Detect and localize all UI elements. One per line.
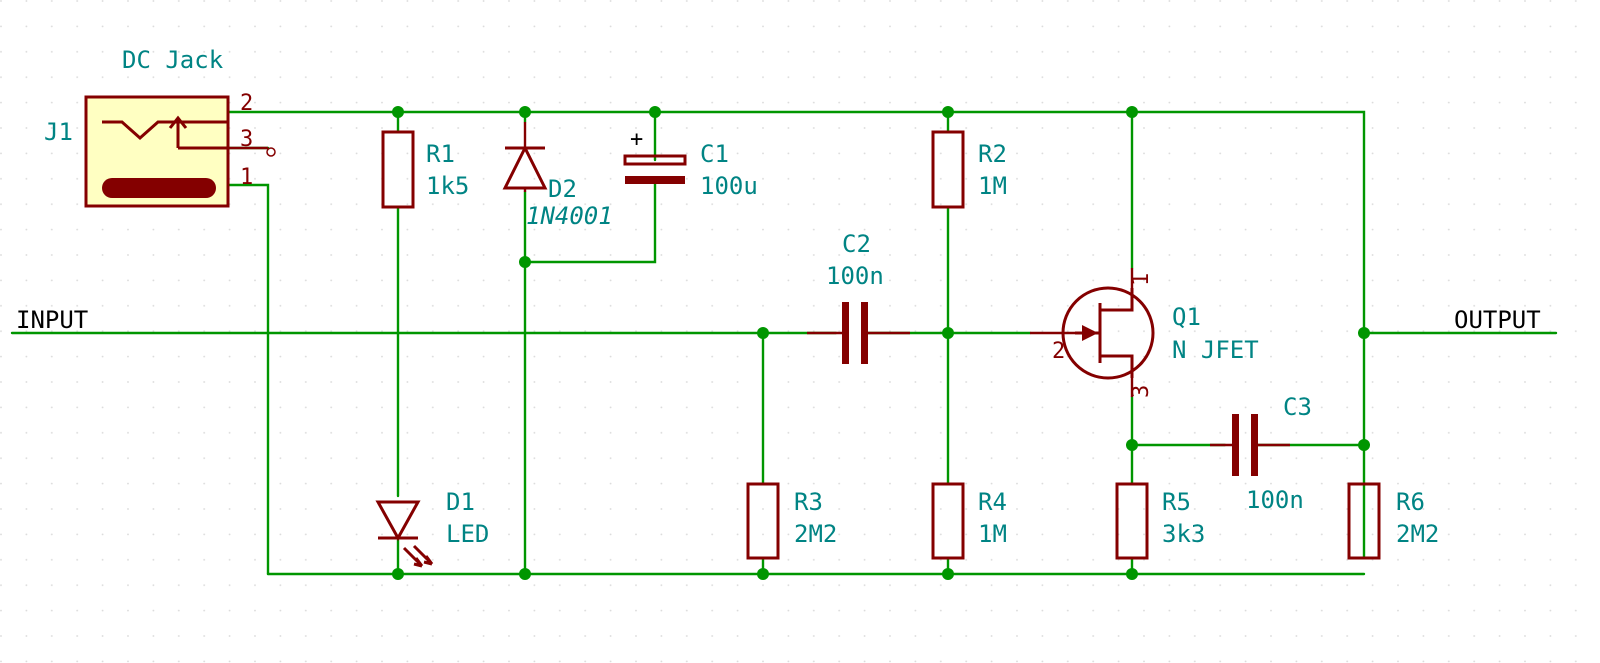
j1-value: DC Jack bbox=[122, 46, 224, 74]
q1-pins bbox=[1030, 268, 1134, 397]
component-c2[interactable]: C2 100n bbox=[807, 230, 910, 364]
r1-body bbox=[381, 130, 415, 209]
junction bbox=[1126, 568, 1138, 580]
r5-value: 3k3 bbox=[1162, 520, 1205, 548]
component-r5[interactable]: R5 3k3 bbox=[1115, 482, 1205, 560]
c1-negative-plate bbox=[625, 176, 685, 184]
r2-body bbox=[931, 130, 965, 209]
component-q1[interactable]: 1 2 3 Q1 N JFET bbox=[1030, 268, 1259, 398]
d1-emission-arrows bbox=[402, 544, 434, 568]
component-r6[interactable]: R6 2M2 bbox=[1347, 482, 1439, 560]
junction bbox=[757, 327, 769, 339]
r3-value: 2M2 bbox=[794, 520, 837, 548]
junction bbox=[392, 106, 404, 118]
c3-plate-right bbox=[1251, 414, 1258, 476]
c3-ref: C3 bbox=[1283, 393, 1312, 421]
d1-ref: D1 bbox=[446, 488, 475, 516]
wire-c1-bottom bbox=[523, 178, 657, 264]
r6-ref: R6 bbox=[1396, 488, 1425, 516]
junction bbox=[942, 568, 954, 580]
q1-pin-label: 2 bbox=[1052, 339, 1065, 364]
component-d1[interactable]: D1 LED bbox=[375, 488, 489, 568]
junction bbox=[392, 568, 404, 580]
component-d2[interactable]: D2 1N4001 bbox=[502, 122, 613, 230]
junction bbox=[942, 327, 954, 339]
c1-polarity: + bbox=[630, 127, 643, 152]
q1-pin-label: 1 bbox=[1129, 273, 1154, 286]
r4-body bbox=[931, 482, 965, 560]
d1-value: LED bbox=[446, 520, 489, 548]
j1-pin3-unconnected bbox=[266, 147, 276, 157]
net-label-output: OUTPUT bbox=[1454, 306, 1541, 334]
r3-ref: R3 bbox=[794, 488, 823, 516]
j1-ref: J1 bbox=[44, 118, 73, 146]
q1-value: N JFET bbox=[1172, 336, 1259, 364]
c1-positive-plate bbox=[623, 154, 687, 166]
j1-pin-label: 3 bbox=[240, 127, 253, 152]
wire-jack-pin1 bbox=[226, 183, 270, 576]
c3-value: 100n bbox=[1246, 486, 1304, 514]
component-r4[interactable]: R4 1M bbox=[931, 482, 1007, 560]
junction bbox=[1126, 106, 1138, 118]
d2-value: 1N4001 bbox=[526, 202, 613, 230]
r3-body bbox=[746, 482, 780, 560]
junction bbox=[519, 106, 531, 118]
r1-value: 1k5 bbox=[426, 172, 469, 200]
q1-ref: Q1 bbox=[1172, 303, 1201, 331]
q1-pin-label: 3 bbox=[1129, 385, 1154, 398]
j1-barrel bbox=[102, 178, 216, 198]
c1-value: 100u bbox=[700, 172, 758, 200]
junction bbox=[649, 106, 661, 118]
d1-triangle bbox=[375, 500, 421, 542]
junctions bbox=[392, 106, 1370, 580]
junction bbox=[519, 568, 531, 580]
c2-ref: C2 bbox=[842, 230, 871, 258]
r5-body bbox=[1115, 482, 1149, 560]
component-r3[interactable]: R3 2M2 bbox=[746, 482, 837, 560]
r5-ref: R5 bbox=[1162, 488, 1191, 516]
q1-gate-arrow bbox=[1082, 325, 1098, 341]
d2-ref: D2 bbox=[548, 175, 577, 203]
junction bbox=[1126, 439, 1138, 451]
c2-plate-left bbox=[842, 302, 849, 364]
r4-ref: R4 bbox=[978, 488, 1007, 516]
junction bbox=[942, 106, 954, 118]
r6-body bbox=[1347, 482, 1381, 560]
wires bbox=[10, 110, 1558, 576]
component-c1[interactable]: + C1 100u bbox=[623, 127, 758, 200]
junction bbox=[519, 256, 531, 268]
junction bbox=[1358, 439, 1370, 451]
r4-value: 1M bbox=[978, 520, 1007, 548]
j1-pin3-contact bbox=[168, 115, 228, 150]
c3-plate-left bbox=[1232, 414, 1239, 476]
junction bbox=[1358, 327, 1370, 339]
q1-drain-lead bbox=[1100, 288, 1134, 312]
r2-ref: R2 bbox=[978, 140, 1007, 168]
j1-pin-label: 1 bbox=[240, 165, 253, 190]
j1-pin-label: 2 bbox=[240, 91, 253, 116]
junction bbox=[757, 568, 769, 580]
r2-value: 1M bbox=[978, 172, 1007, 200]
component-r2[interactable]: R2 1M bbox=[931, 130, 1007, 209]
r6-value: 2M2 bbox=[1396, 520, 1439, 548]
q1-source-lead bbox=[1100, 354, 1134, 378]
net-label-input: INPUT bbox=[16, 306, 88, 334]
component-j1[interactable]: 2 3 1 J1 DC Jack bbox=[44, 46, 276, 208]
wire-top-rail bbox=[226, 110, 1366, 560]
component-c3[interactable]: C3 100n bbox=[1210, 393, 1312, 514]
c2-value: 100n bbox=[826, 262, 884, 290]
r1-ref: R1 bbox=[426, 140, 455, 168]
component-r1[interactable]: R1 1k5 bbox=[381, 130, 469, 209]
c2-plate-right bbox=[861, 302, 868, 364]
c1-ref: C1 bbox=[700, 140, 729, 168]
